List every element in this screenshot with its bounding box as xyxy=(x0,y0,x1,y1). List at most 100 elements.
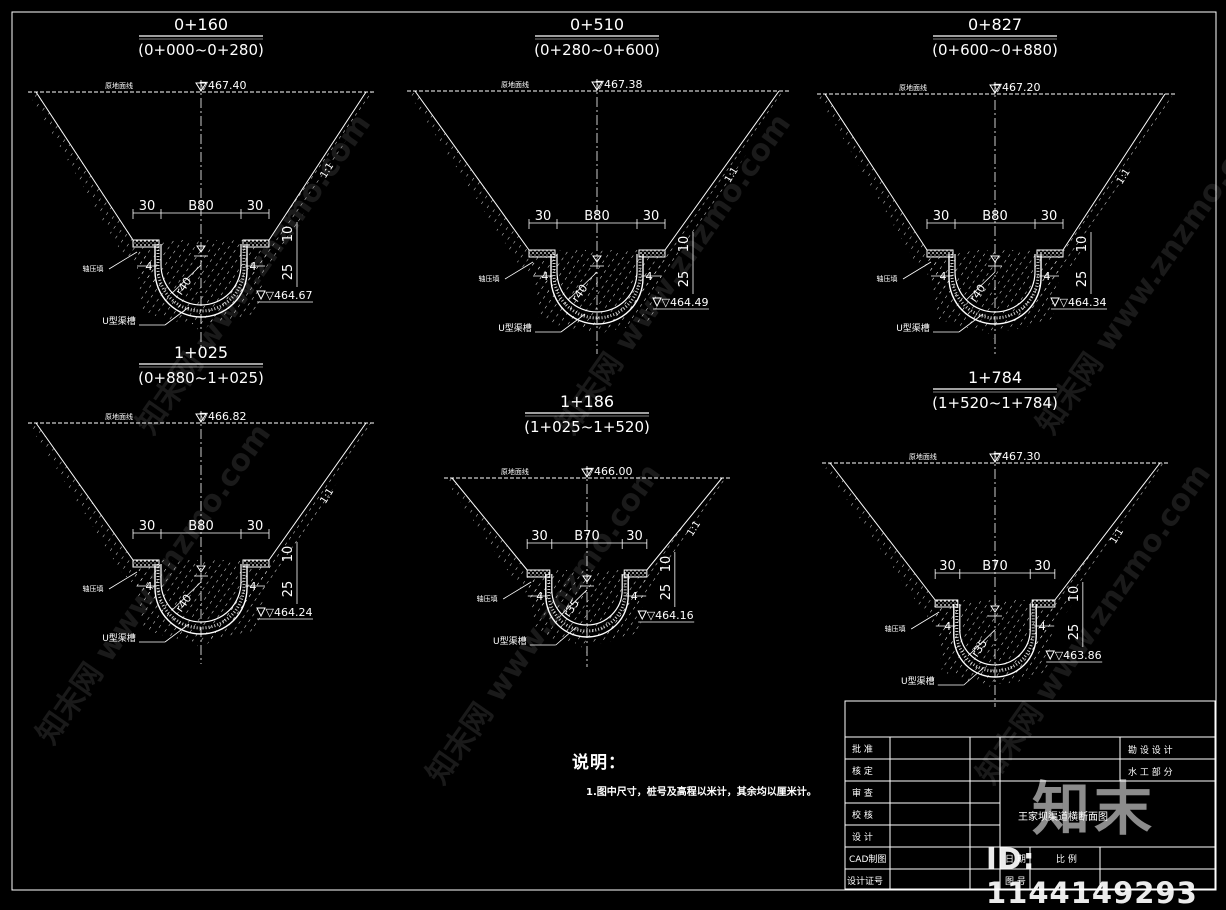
water-level-marker xyxy=(196,565,206,573)
water-level-marker xyxy=(582,575,592,583)
water-level-marker xyxy=(592,255,602,263)
u-channel-inner xyxy=(959,604,1031,666)
dim-right-label: 30 xyxy=(1041,209,1058,224)
dim-depth-label: 25 xyxy=(281,264,296,281)
radius-line xyxy=(171,581,202,611)
dim-cap-label: 10 xyxy=(1067,586,1082,603)
water-level-marker xyxy=(990,255,1000,263)
tb-dept-label: 水 工 部 分 xyxy=(1128,768,1173,778)
dim-width-label: B80 xyxy=(188,199,213,214)
bottom-elevation-label: ▽463.86 xyxy=(1055,649,1102,662)
notes-block: 说明： 1.图中尺寸，桩号及高程以米计，其余均以厘米计。 xyxy=(572,748,817,798)
tb-date-label: 日 期 xyxy=(1005,855,1026,865)
drawing-border xyxy=(11,11,1217,891)
wall-thickness-label: 4 xyxy=(250,260,257,273)
right-slope-line xyxy=(664,90,780,251)
berm-cap xyxy=(934,599,959,608)
notes-line-1: 1.图中尺寸，桩号及高程以米计，其余均以厘米计。 xyxy=(586,787,817,798)
radius-line xyxy=(567,271,598,301)
dim-left-label: 30 xyxy=(139,199,156,214)
radius-line xyxy=(965,271,996,301)
notes-title: 说明： xyxy=(572,753,626,773)
tb-drawing-no-label: 图 号 xyxy=(1005,877,1026,887)
berm-cap xyxy=(528,249,556,258)
fill-leader xyxy=(502,581,532,600)
wall-thickness-label: 4 xyxy=(944,620,951,633)
u-channel-lining xyxy=(156,564,246,630)
bottom-elevation-marker xyxy=(1050,297,1060,308)
berm-cap xyxy=(132,559,160,568)
tb-scale-label: 比 例 xyxy=(1056,855,1077,865)
ground-line-label: 原地面线 xyxy=(105,412,133,421)
dim-depth-label: 25 xyxy=(281,581,296,598)
berm-cap xyxy=(623,569,648,578)
left-slope-line xyxy=(824,93,928,251)
dim-depth-label: 25 xyxy=(677,271,692,288)
right-slope-line xyxy=(1054,462,1161,601)
wall-thickness-label: 4 xyxy=(646,270,653,283)
dim-right-label: 30 xyxy=(247,199,264,214)
left-slope-line xyxy=(35,91,134,241)
fill-leader xyxy=(108,571,138,590)
right-slope-line xyxy=(268,422,367,561)
section-station-label: 1+186 xyxy=(560,392,614,411)
left-slope-line xyxy=(35,422,134,561)
radius-line xyxy=(969,629,996,655)
bottom-elevation-label: ▽464.16 xyxy=(647,609,694,622)
berm-cap xyxy=(638,249,666,258)
water-level-marker xyxy=(196,245,206,253)
dim-left-label: 30 xyxy=(939,559,956,574)
berm-cap xyxy=(1031,599,1056,608)
u-channel-label: U型渠槽 xyxy=(498,322,532,334)
u-channel-lining xyxy=(955,604,1035,673)
section-range-label: (0+280~0+600) xyxy=(534,41,660,59)
wall-thickness-label: 4 xyxy=(1039,620,1046,633)
dim-width-label: B80 xyxy=(584,209,609,224)
tb-drawing-title: 王家坝渠道横断面图 xyxy=(1018,812,1108,823)
dim-left-label: 30 xyxy=(139,519,156,534)
bottom-elevation-label: ▽464.67 xyxy=(266,289,313,302)
wall-thickness-label: 4 xyxy=(631,590,638,603)
wall-thickness-label: 4 xyxy=(536,590,543,603)
top-elevation-marker xyxy=(989,84,1001,94)
dim-cap-label: 10 xyxy=(677,236,692,253)
u-channel-leader xyxy=(958,313,984,333)
bottom-elevation-label: ▽464.49 xyxy=(662,296,709,309)
tb-check-label: 核 定 xyxy=(852,767,873,777)
dim-width-label: B80 xyxy=(982,209,1007,224)
top-elevation-label: ▽467.20 xyxy=(994,81,1041,94)
tb-cad-label: CAD制图 xyxy=(849,855,887,865)
dim-cap-label: 10 xyxy=(281,546,296,563)
u-channel-label: U型渠槽 xyxy=(896,322,930,334)
section-station-label: 0+160 xyxy=(174,15,228,34)
section-station-label: 0+510 xyxy=(570,15,624,34)
dim-right-label: 30 xyxy=(626,529,643,544)
tb-design-label: 设 计 xyxy=(852,833,873,843)
section-range-label: (0+600~0+880) xyxy=(932,41,1058,59)
dim-right-label: 30 xyxy=(247,519,264,534)
ground-line-label: 原地面线 xyxy=(501,80,529,89)
soil-hatch xyxy=(935,600,1055,684)
u-channel-outer xyxy=(550,254,644,325)
wall-thickness-label: 4 xyxy=(146,580,153,593)
u-channel-label: U型渠槽 xyxy=(102,632,136,644)
u-channel-leader xyxy=(164,306,190,326)
tb-stage-label: 勘 设 设 计 xyxy=(1128,746,1173,756)
fill-leader xyxy=(504,261,534,280)
watermark-logo: 知末 xyxy=(1032,775,1157,843)
top-elevation-marker xyxy=(581,468,593,478)
title-block-frame xyxy=(844,700,1216,890)
fill-label: 轴压填 xyxy=(83,584,104,593)
section-station-label: 1+025 xyxy=(174,343,228,362)
berm-cap xyxy=(526,569,551,578)
section-range-label: (0+880~1+025) xyxy=(138,369,264,387)
right-slope-line xyxy=(1062,93,1166,251)
fill-label: 轴压填 xyxy=(477,594,498,603)
radius-line xyxy=(171,264,202,294)
section-station-label: 0+827 xyxy=(968,15,1022,34)
berm-cap xyxy=(242,559,270,568)
berm-cap xyxy=(1036,249,1064,258)
ground-line-label: 原地面线 xyxy=(501,467,529,476)
